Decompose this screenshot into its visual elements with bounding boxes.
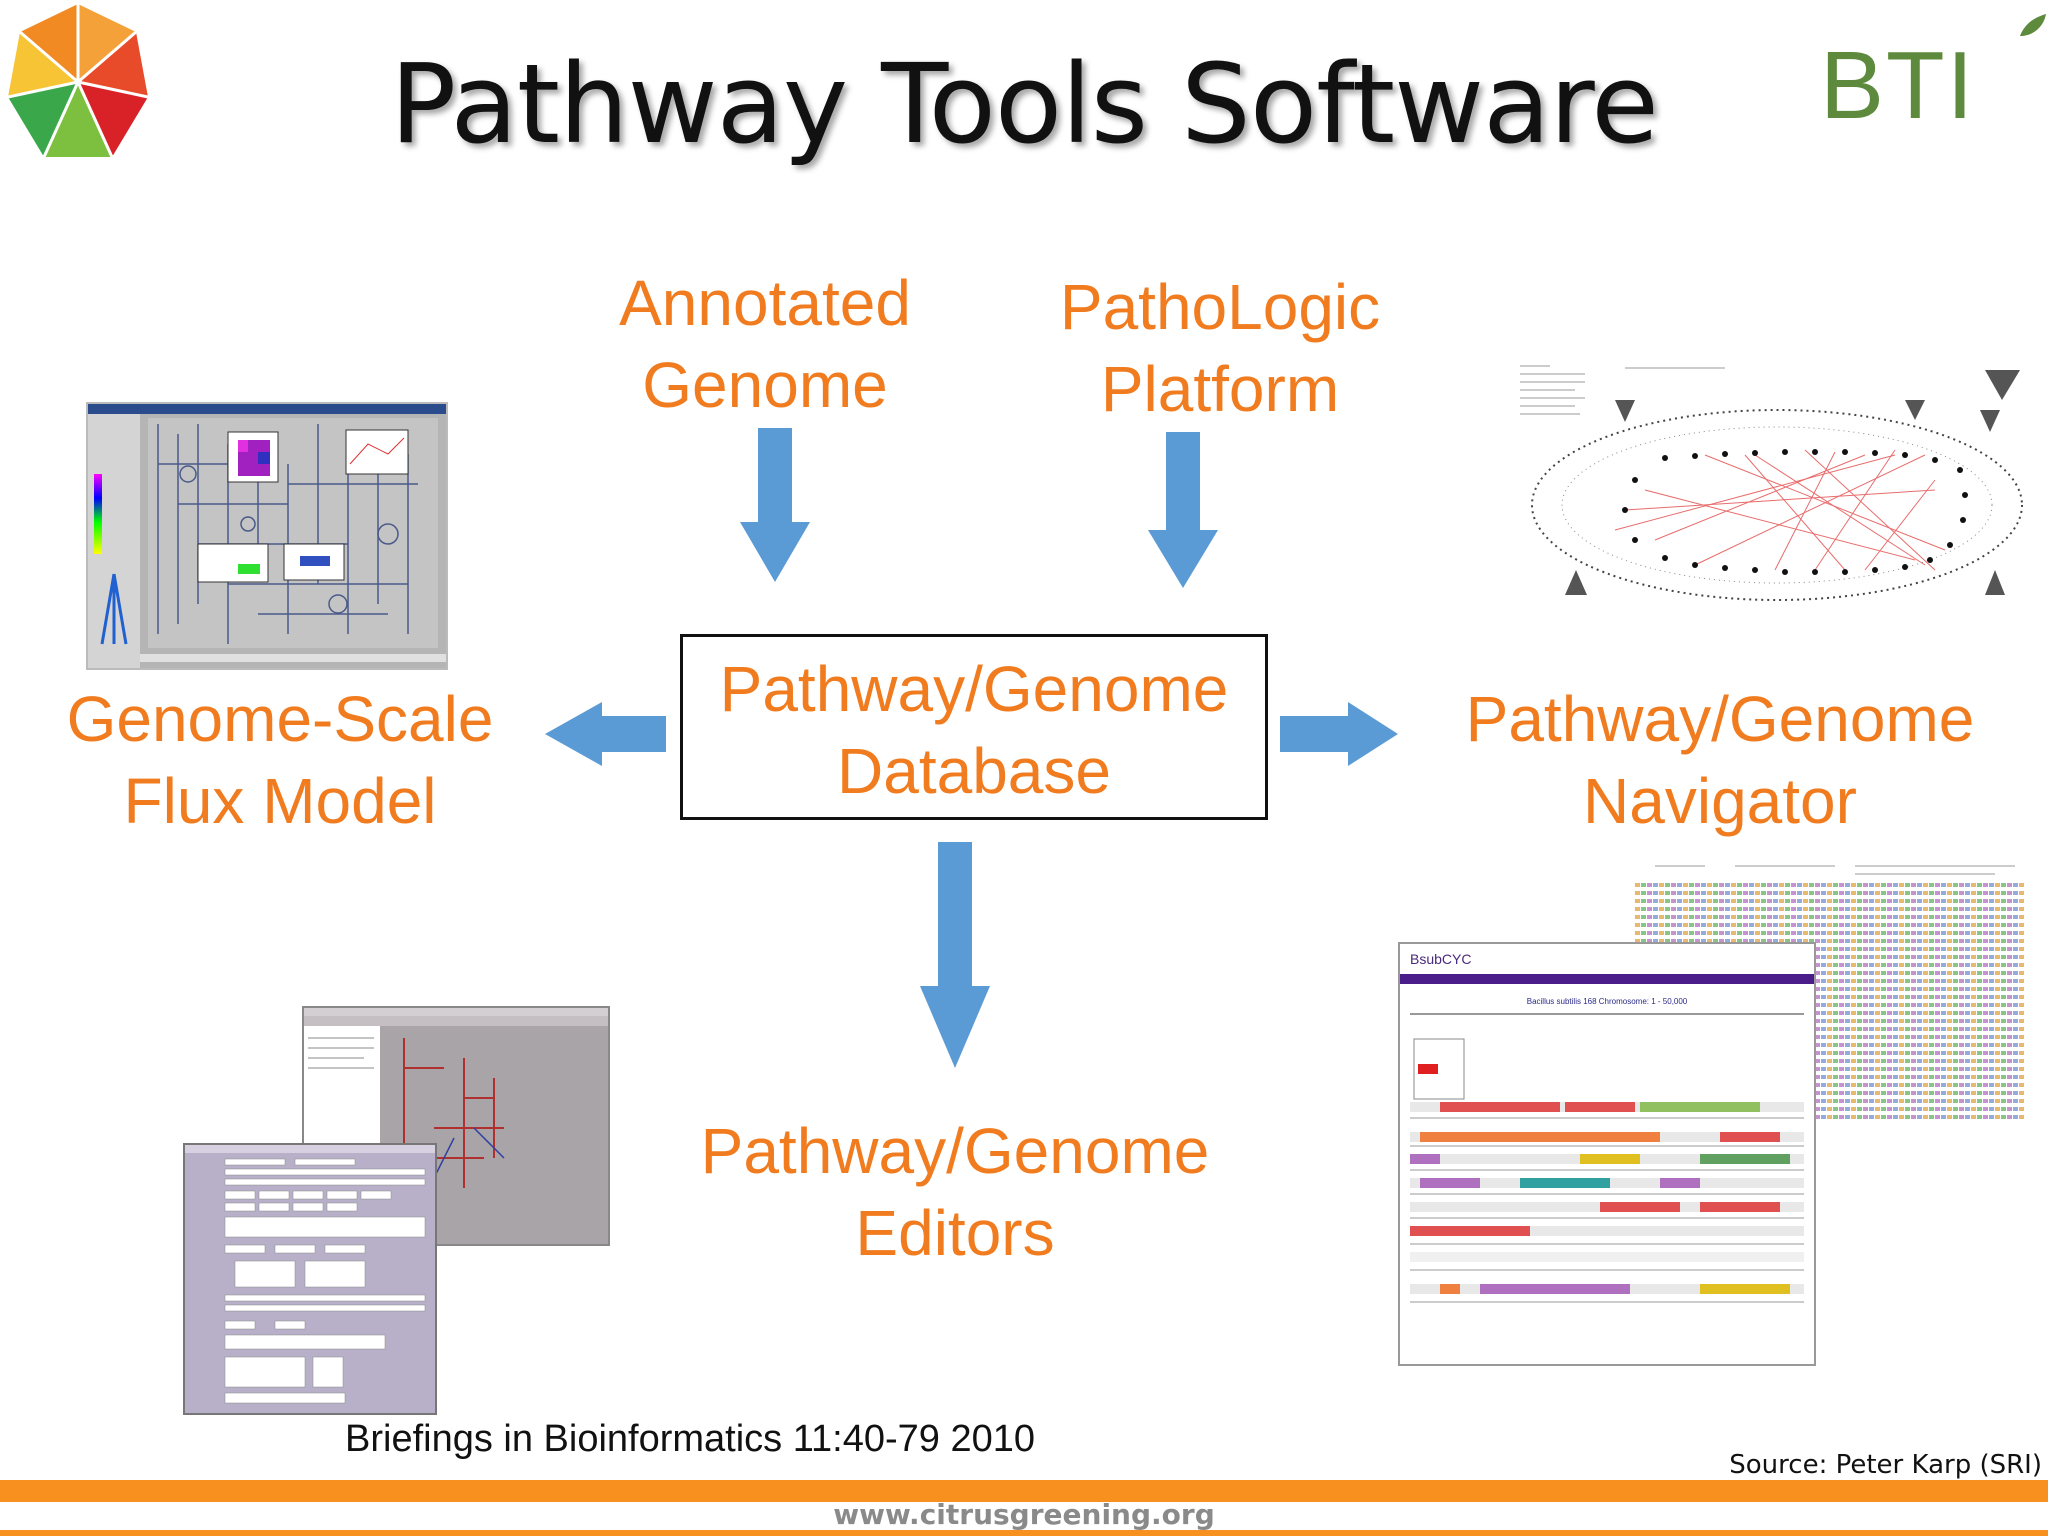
node-annotated-genome: Annotated Genome	[560, 262, 970, 426]
arrow-db-to-editors	[920, 842, 990, 1068]
bsubcyc-chromosome-label: Bacillus subtilis 168 Chromosome: 1 - 50…	[1527, 997, 1688, 1006]
flux-model-screenshot	[86, 402, 448, 670]
node-flux-model: Genome-Scale Flux Model	[30, 678, 530, 842]
citation: Briefings in Bioinformatics 11:40-79 201…	[345, 1418, 1035, 1461]
node-database: Pathway/Genome Database	[680, 648, 1268, 812]
regulatory-overview-screenshot	[1515, 360, 2040, 622]
bsubcyc-logo-text: BsubCYC	[1410, 951, 1471, 967]
arrow-db-to-flux	[545, 702, 666, 766]
editor-window-front	[183, 1143, 437, 1415]
source-credit: Source: Peter Karp (SRI)	[1729, 1450, 2042, 1480]
arrow-pathologic-to-db	[1148, 432, 1218, 588]
node-editors: Pathway/Genome Editors	[680, 1110, 1230, 1274]
node-pathologic-platform: PathoLogic Platform	[1020, 266, 1420, 430]
node-navigator: Pathway/Genome Navigator	[1440, 678, 2000, 842]
arrow-db-to-navigator	[1280, 702, 1398, 766]
arrow-genome-to-db	[740, 428, 810, 582]
footer-bar-bottom	[0, 1530, 2048, 1536]
navigator-bsubcyc-screenshot: BsubCYC Bacillus subtilis 168 Chromosome…	[1398, 942, 1816, 1366]
footer-url[interactable]: www.citrusgreening.org	[0, 1498, 2048, 1531]
